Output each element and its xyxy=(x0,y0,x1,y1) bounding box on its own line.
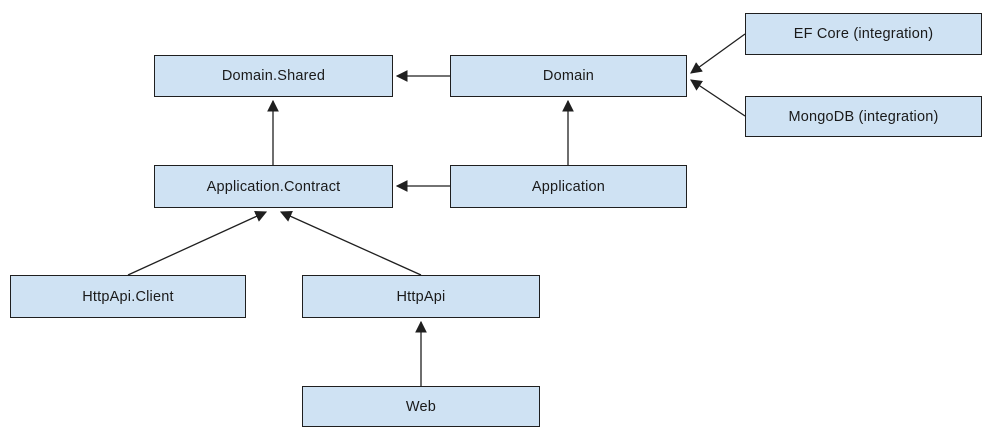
edge-httpapi-client-to-app-contract xyxy=(127,211,268,276)
node-label: EF Core (integration) xyxy=(793,26,934,42)
node-domain-shared: Domain.Shared xyxy=(154,55,393,97)
node-label: MongoDB (integration) xyxy=(788,108,939,125)
node-application: Application xyxy=(450,165,687,208)
node-httpapi: HttpApi xyxy=(302,275,540,318)
node-label: Domain xyxy=(542,68,595,84)
node-mongodb: MongoDB (integration) xyxy=(745,96,982,137)
node-label: Application.Contract xyxy=(206,178,341,195)
node-domain: Domain xyxy=(450,55,687,97)
edge-efcore-to-domain xyxy=(690,33,746,74)
node-label: HttpApi xyxy=(396,288,446,305)
node-efcore: EF Core (integration) xyxy=(745,13,982,55)
node-label: Application xyxy=(531,178,606,195)
edge-httpapi-to-app-contract xyxy=(279,210,422,276)
node-httpapi-client: HttpApi.Client xyxy=(10,275,246,318)
node-label: Domain.Shared xyxy=(221,68,326,84)
node-app-contract: Application.Contract xyxy=(154,165,393,208)
node-label: Web xyxy=(405,398,437,415)
edge-mongodb-to-domain xyxy=(690,79,746,117)
node-label: HttpApi.Client xyxy=(82,288,174,305)
node-web: Web xyxy=(302,386,540,427)
